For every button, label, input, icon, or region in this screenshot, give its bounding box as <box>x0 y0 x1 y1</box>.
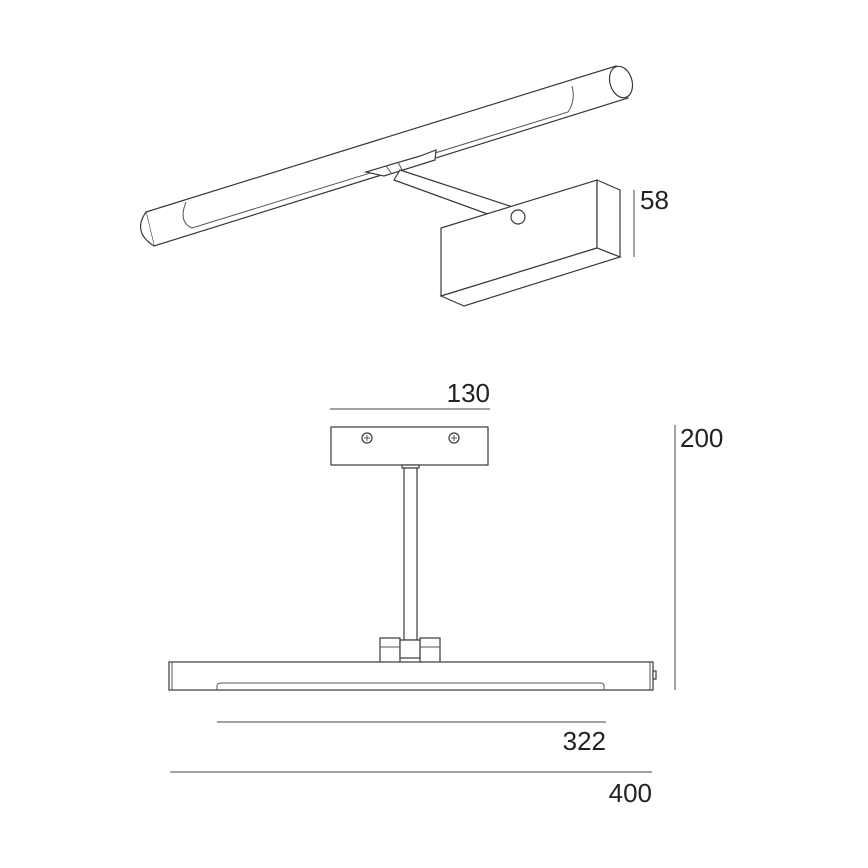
light-bar <box>168 661 657 691</box>
arm-stem <box>403 467 418 641</box>
dimension-label-58: 58 <box>640 185 669 215</box>
dimension-label-130: 130 <box>447 378 490 408</box>
mount-plate <box>330 426 489 466</box>
screw-icon <box>361 432 373 444</box>
perspective-view: 58 <box>139 65 669 307</box>
arm-pivot <box>510 209 526 225</box>
dimension-label-400: 400 <box>609 778 652 808</box>
arm-joint <box>363 149 437 177</box>
wall-mount-box <box>439 179 622 307</box>
dimension-label-322: 322 <box>563 726 606 756</box>
light-bar-cylinder <box>139 65 634 247</box>
front-view: 130 200 322 400 <box>168 378 723 808</box>
screw-icon <box>448 432 460 444</box>
hinge <box>379 637 441 665</box>
dimension-label-200: 200 <box>680 423 723 453</box>
